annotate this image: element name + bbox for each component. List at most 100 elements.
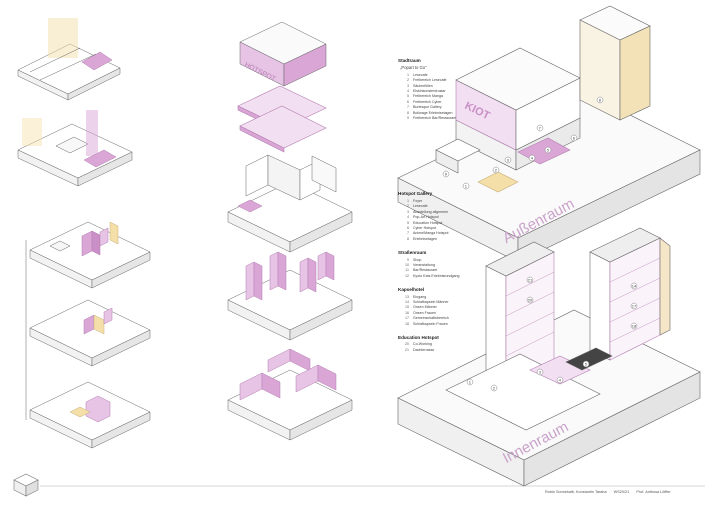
legend-item-label: Foyer: [413, 198, 423, 203]
legend-item-number: 10: [405, 262, 409, 267]
program-diagram-wohnen: [29, 221, 151, 289]
legend-item-label: Säulenfüllen: [413, 83, 433, 88]
site-diagram-1: [17, 18, 121, 101]
legend-item: 10 Veranstaltung: [398, 263, 510, 268]
legend-item-label: Bar/Restaurant: [413, 268, 438, 273]
svg-text:9: 9: [445, 172, 448, 177]
svg-text:3: 3: [507, 158, 510, 163]
legend-item-label: Freibereich Manga: [413, 94, 443, 99]
legend-item-number: 2: [407, 204, 409, 209]
legend-item-number: 4: [407, 215, 409, 220]
legend-item-number: 5: [407, 94, 409, 99]
svg-text:2: 2: [495, 168, 498, 173]
legend-item-number: 16: [405, 310, 409, 315]
legend-item-label: Lesecafe: [413, 204, 428, 209]
legend-item-label: Freibereich Bar/Restaurant: [413, 116, 457, 121]
legend-item-number: 2: [407, 78, 409, 83]
legend-item-number: 6: [407, 225, 409, 230]
legend-item-number: 21: [405, 347, 409, 352]
legend-item-number: 14: [405, 299, 409, 304]
legend-item-number: 4: [407, 89, 409, 94]
legend-item-number: 17: [405, 316, 409, 321]
massing-blocks: [227, 348, 353, 441]
legend-item: 11 Bar/Restaurant: [398, 268, 510, 273]
legend-item-number: 11: [405, 268, 409, 273]
svg-text:4: 4: [559, 378, 562, 383]
svg-text:4: 4: [531, 156, 534, 161]
legend-item-number: 20: [405, 342, 409, 347]
svg-text:8: 8: [599, 98, 602, 103]
legend-item-number: 12: [405, 273, 409, 278]
legend-item-number: 3: [407, 83, 409, 88]
legend-item: 13 Eingang: [398, 295, 510, 300]
legend-item-number: 8: [407, 236, 409, 241]
legend-item: 1 Foyer: [398, 199, 510, 204]
legend-item-label: Kyoto Eats Erlebnisrundgang: [413, 273, 460, 278]
legend-item: 20 Co-Working: [398, 342, 510, 347]
legend-item-number: 18: [405, 321, 409, 326]
legend-item-label: Lesecafe: [413, 72, 428, 77]
svg-text:5: 5: [585, 362, 588, 367]
legend-item: 4 Pop-Art Hotspot: [398, 215, 510, 220]
legend-item-label: Schlafkapseln Männer: [413, 299, 449, 304]
legend-title-kapselhotel: Kapselhotel: [398, 287, 425, 293]
svg-text:18: 18: [632, 324, 637, 329]
svg-text:3: 3: [539, 370, 542, 375]
legend-item-label: Veranstaltung: [413, 262, 435, 267]
legend-title-strassenraum: Straßenraum: [398, 250, 427, 256]
svg-text:2: 2: [493, 386, 496, 391]
legend-item-label: Burlesque Gallery: [413, 105, 442, 110]
legend-item-number: 5: [407, 220, 409, 225]
footer-authors: Robin Sonnekalb, Konstantin Taraba: [545, 490, 607, 494]
logo-cube-icon: [13, 473, 39, 497]
legend-item-number: 1: [407, 198, 409, 203]
svg-text:7: 7: [539, 126, 542, 131]
legend-item-number: 8: [407, 110, 409, 115]
footer-prof: Prof. Anthusa Löffler: [636, 490, 671, 494]
legend-item-number: 13: [405, 294, 409, 299]
exploded-building-base: [227, 154, 353, 253]
svg-text:21: 21: [528, 278, 533, 283]
svg-text:6: 6: [573, 136, 576, 141]
program-diagram-freizeit: [29, 381, 151, 449]
legend-item-label: Eingang: [413, 294, 427, 299]
svg-text:1: 1: [469, 380, 472, 385]
exploded-sign-block: HOTSPOT: [239, 21, 327, 87]
legend-item: 7 Burlesque Gallery: [398, 105, 510, 110]
legend-title-hotspot: Hotspot Gallery: [398, 191, 433, 197]
legend-item-label: Co-Working: [413, 342, 432, 347]
legend-item-label: Dachterrasse: [413, 347, 435, 352]
legend-item-number: 3: [407, 209, 409, 214]
legend-item-label: Freibereich Cyber: [413, 99, 442, 104]
legend-item: 12 Kyoto Eats Erlebnisrundgang: [398, 274, 510, 279]
legend-item-label: Schlafkapseln Frauen: [413, 321, 448, 326]
legend-item-number: 7: [407, 105, 409, 110]
aussenraum-markers: 1 2 3 4 5 6 7 8 9: [442, 96, 604, 190]
legend-item-label: Pop-Art Hotspot: [413, 215, 439, 220]
site-diagram-2: [17, 110, 133, 187]
svg-text:1: 1: [465, 184, 468, 189]
legend-item-number: 7: [407, 231, 409, 236]
legend-item-label: Erlebnisetagen: [413, 236, 437, 241]
svg-text:5: 5: [547, 148, 550, 153]
legend-subtitle-stadtraum: „Popart to Go“: [400, 65, 427, 71]
program-diagram-arbeiten: [29, 299, 151, 367]
legend-item-number: 6: [407, 99, 409, 104]
legend-item: 6 Freibereich Cyber: [398, 100, 510, 105]
svg-text:17: 17: [632, 304, 637, 309]
